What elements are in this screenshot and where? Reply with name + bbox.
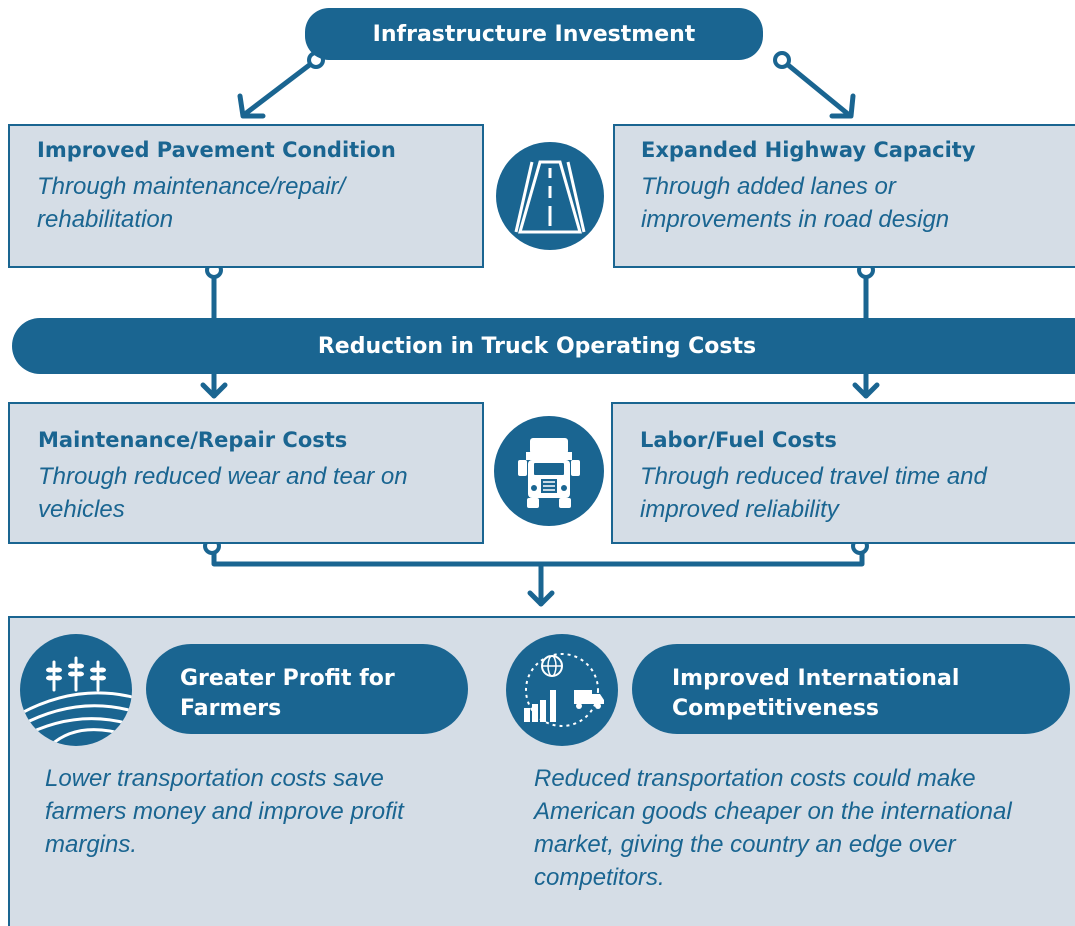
improved-pavement-desc: Through maintenance/repair/ rehabilitati… <box>37 173 346 233</box>
labor-fuel-costs-box: Labor/Fuel Costs Through reduced travel … <box>611 402 1075 544</box>
arrowhead-top-right <box>829 93 856 119</box>
truck-operating-costs-bar: Reduction in Truck Operating Costs <box>12 318 1075 374</box>
improved-pavement-box: Improved Pavement Condition Through main… <box>8 124 484 268</box>
connector-top-right <box>779 57 851 117</box>
maintenance-costs-desc: Through reduced wear and tear on vehicle… <box>38 463 408 523</box>
expanded-capacity-title: Expanded Highway Capacity <box>641 138 976 162</box>
maintenance-costs-title: Maintenance/Repair Costs <box>38 428 348 452</box>
international-competitiveness-body: Reduced transportation costs could make … <box>534 765 1012 891</box>
connector-node-top-right <box>773 51 791 69</box>
arrowhead-merge <box>527 590 555 607</box>
arrowhead-middle-left <box>200 382 228 399</box>
road-icon <box>496 142 604 250</box>
expanded-capacity-box: Expanded Highway Capacity Through added … <box>613 124 1075 268</box>
infrastructure-investment-label: Infrastructure Investment <box>372 21 696 47</box>
greater-profit-pill: Greater Profit for Farmers <box>146 644 468 734</box>
greater-profit-body: Lower transportation costs save farmers … <box>45 765 404 858</box>
expanded-capacity-desc: Through added lanes or improvements in r… <box>641 173 950 233</box>
labor-fuel-costs-desc: Through reduced travel time and improved… <box>640 463 987 523</box>
connector-top-left <box>242 57 319 117</box>
wheat-field-icon <box>20 634 132 746</box>
arrowhead-middle-right <box>852 382 880 399</box>
infrastructure-investment-header: Infrastructure Investment <box>305 8 763 60</box>
arrowhead-top-left <box>237 93 266 119</box>
truck-operating-costs-label: Reduction in Truck Operating Costs <box>317 333 757 359</box>
labor-fuel-costs-title: Labor/Fuel Costs <box>640 428 837 452</box>
international-competitiveness-pill: Improved International Competitiveness <box>632 644 1070 734</box>
globe-logistics-icon <box>506 634 618 746</box>
connector-merge <box>211 549 865 567</box>
truck-icon <box>494 416 604 526</box>
improved-pavement-title: Improved Pavement Condition <box>37 138 396 162</box>
maintenance-costs-box: Maintenance/Repair Costs Through reduced… <box>8 402 484 544</box>
